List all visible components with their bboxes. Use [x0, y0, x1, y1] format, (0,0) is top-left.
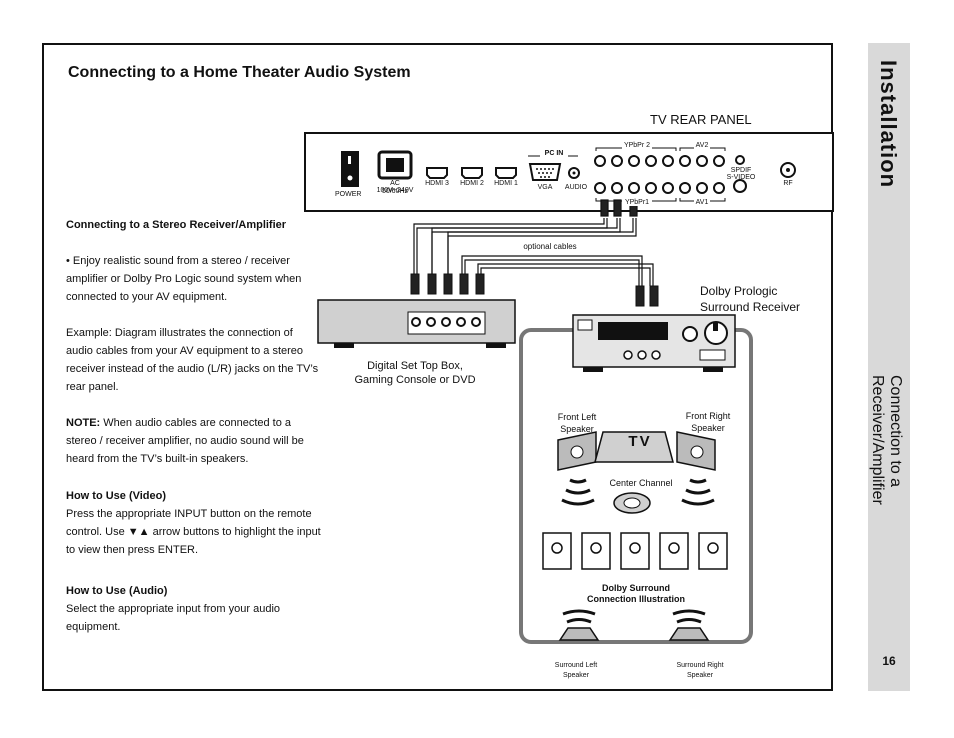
hdmi3-label: HDMI 3	[425, 180, 449, 187]
audio-title: How to Use (Audio)	[66, 585, 168, 597]
vga-port-icon	[528, 163, 562, 181]
svideo-label: S-VIDEO	[726, 174, 756, 181]
bullet-text: • Enjoy realistic sound from a stereo / …	[66, 255, 302, 303]
hdmi1-label: HDMI 1	[494, 180, 518, 187]
av1-label: AV1	[694, 199, 710, 206]
hdmi-port-icons	[426, 167, 517, 179]
subheading: Connecting to a Stereo Receiver/Amplifie…	[66, 219, 287, 231]
example-text: Example: Diagram illustrates the connect…	[66, 327, 319, 393]
note-text: NOTE: When audio cables are connected to…	[66, 417, 304, 465]
power-switch-icon	[341, 151, 359, 187]
ac-label-2: 50/60Hz	[381, 188, 409, 195]
vga-label: VGA	[537, 184, 553, 191]
tv-icon	[594, 431, 674, 463]
page-number: 16	[882, 654, 896, 668]
tv-rear-panel-label: TV REAR PANEL	[650, 112, 752, 127]
tv-label: TV	[628, 433, 652, 450]
spdif-label: SPDIF	[730, 167, 752, 174]
power-label: POWER	[335, 191, 362, 198]
rf-label: RF	[783, 180, 793, 187]
audio-text: Select the appropriate input from your a…	[66, 603, 281, 633]
page-title: Connecting to a Home Theater Audio Syste…	[68, 64, 411, 81]
av2-label: AV2	[694, 142, 710, 149]
sidebar	[868, 43, 910, 691]
video-text: Press the appropriate INPUT button on th…	[66, 508, 321, 556]
av-jacks-icon	[594, 155, 796, 194]
center-channel-label: Center Channel	[609, 478, 673, 488]
surround-left-speaker-icon	[558, 627, 600, 641]
hdmi2-label: HDMI 2	[460, 180, 484, 187]
page-frame	[42, 43, 833, 691]
ypbpr1-label: YPbPr1	[622, 199, 652, 206]
video-title: How to Use (Video)	[66, 490, 167, 502]
audio-label: AUDIO	[564, 184, 588, 191]
settop-label: Digital Set Top Box,Gaming Console or DV…	[354, 360, 476, 386]
ypbpr2-label: YPbPr 2	[622, 142, 652, 149]
ac-label-1: AC 100V~240V	[376, 180, 414, 194]
optional-cables-label: optional cables	[523, 242, 577, 251]
pc-in-label: PC IN	[540, 150, 568, 157]
sound-waves-icon	[561, 478, 715, 506]
surround-right-speaker-icon	[668, 627, 710, 641]
listeners-icon	[542, 532, 728, 570]
